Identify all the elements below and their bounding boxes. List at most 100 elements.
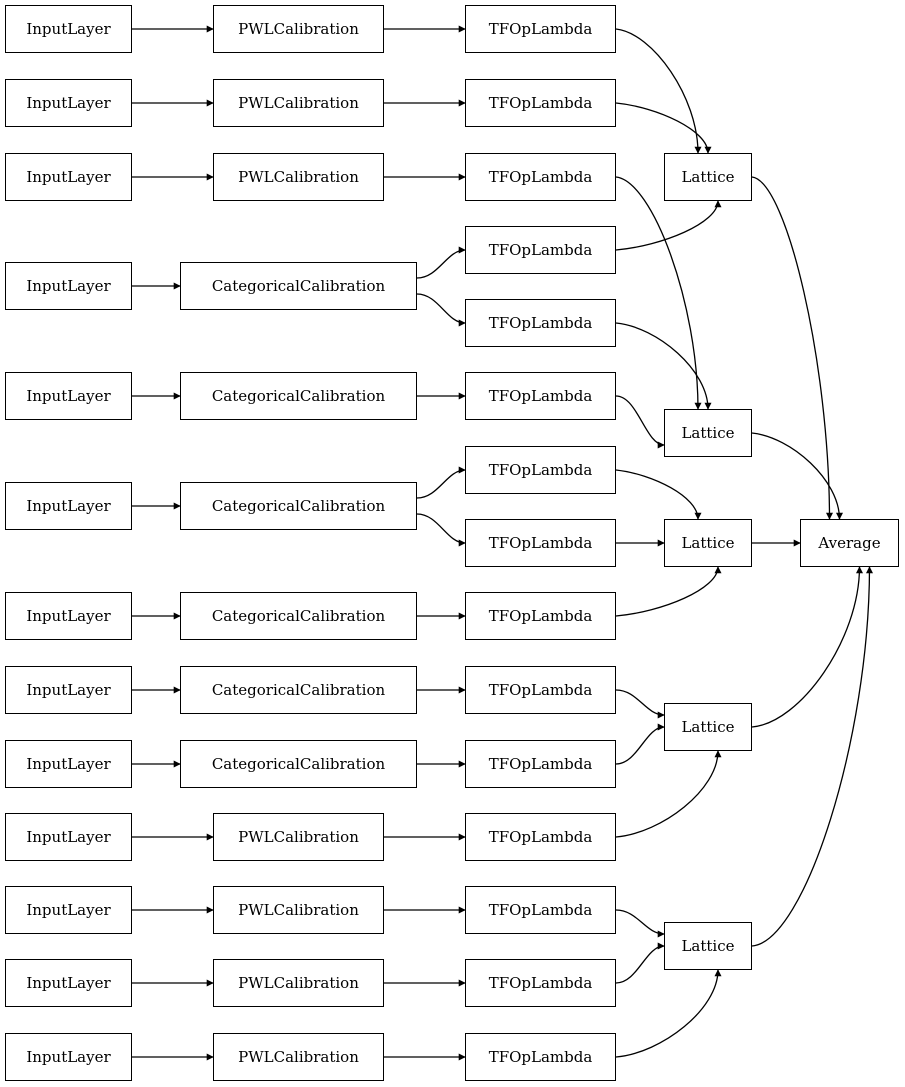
node-label: TFOpLambda (488, 460, 593, 479)
node-pwl-cal1[interactable]: PWLCalibration (213, 5, 384, 53)
edge-tf3-to-lat2 (615, 176, 702, 410)
node-tfop-tf7[interactable]: TFOpLambda (465, 446, 616, 494)
node-label: PWLCalibration (238, 93, 359, 112)
edge-tf12-to-lat4 (615, 750, 722, 838)
edge-tf14-to-lat5 (615, 942, 665, 984)
node-cat-cal7[interactable]: CategoricalCalibration (180, 592, 417, 640)
node-tfop-tf2[interactable]: TFOpLambda (465, 79, 616, 127)
node-input-in4[interactable]: InputLayer (5, 262, 132, 310)
node-tfop-tf10[interactable]: TFOpLambda (465, 666, 616, 714)
node-label: Lattice (681, 936, 735, 955)
edge-tf6-to-lat2 (615, 395, 665, 449)
edge-lat4-to-avg (751, 566, 863, 728)
node-tfop-tf13[interactable]: TFOpLambda (465, 886, 616, 934)
node-label: CategoricalCalibration (211, 276, 386, 295)
node-lattice-lat4[interactable]: Lattice (664, 703, 752, 751)
node-label: InputLayer (26, 973, 111, 992)
node-tfop-tf14[interactable]: TFOpLambda (465, 959, 616, 1007)
node-lattice-lat1[interactable]: Lattice (664, 153, 752, 201)
node-tfop-tf5[interactable]: TFOpLambda (465, 299, 616, 347)
node-label: Average (818, 533, 881, 552)
node-input-in12[interactable]: InputLayer (5, 959, 132, 1007)
edge-tf15-to-lat5 (615, 969, 722, 1058)
edge-cal6-to-tf8 (416, 513, 466, 547)
node-cat-cal6[interactable]: CategoricalCalibration (180, 482, 417, 530)
node-tfop-tf12[interactable]: TFOpLambda (465, 813, 616, 861)
node-tfop-tf9[interactable]: TFOpLambda (465, 592, 616, 640)
edge-cal4-to-tf5 (416, 293, 466, 327)
node-label: InputLayer (26, 276, 111, 295)
node-label: InputLayer (26, 167, 111, 186)
node-cat-cal8[interactable]: CategoricalCalibration (180, 666, 417, 714)
edge-tf1-to-lat1 (615, 28, 702, 154)
edge-cal4-to-tf4 (416, 246, 466, 279)
node-lattice-lat2[interactable]: Lattice (664, 409, 752, 457)
node-label: TFOpLambda (488, 533, 593, 552)
node-input-in9[interactable]: InputLayer (5, 740, 132, 788)
node-average-avg[interactable]: Average (800, 519, 899, 567)
node-pwl-cal10[interactable]: PWLCalibration (213, 813, 384, 861)
node-cat-cal5[interactable]: CategoricalCalibration (180, 372, 417, 420)
node-label: InputLayer (26, 900, 111, 919)
node-label: InputLayer (26, 93, 111, 112)
node-label: TFOpLambda (488, 606, 593, 625)
node-pwl-cal12[interactable]: PWLCalibration (213, 959, 384, 1007)
node-label: TFOpLambda (488, 900, 593, 919)
node-input-in6[interactable]: InputLayer (5, 482, 132, 530)
node-label: PWLCalibration (238, 900, 359, 919)
node-label: CategoricalCalibration (211, 754, 386, 773)
node-label: Lattice (681, 717, 735, 736)
node-input-in7[interactable]: InputLayer (5, 592, 132, 640)
edge-cal6-to-tf7 (416, 466, 466, 499)
edge-tf5-to-lat2 (615, 322, 712, 410)
edge-tf10-to-lat4 (615, 689, 665, 719)
edge-tf11-to-lat4 (615, 723, 665, 765)
node-label: Lattice (681, 423, 735, 442)
node-label: CategoricalCalibration (211, 496, 386, 515)
node-pwl-cal13[interactable]: PWLCalibration (213, 1033, 384, 1081)
node-label: CategoricalCalibration (211, 606, 386, 625)
node-label: Lattice (681, 167, 735, 186)
node-label: TFOpLambda (488, 386, 593, 405)
node-label: TFOpLambda (488, 19, 593, 38)
node-label: TFOpLambda (488, 240, 593, 259)
node-tfop-tf15[interactable]: TFOpLambda (465, 1033, 616, 1081)
node-tfop-tf6[interactable]: TFOpLambda (465, 372, 616, 420)
node-label: InputLayer (26, 606, 111, 625)
node-input-in2[interactable]: InputLayer (5, 79, 132, 127)
edge-tf13-to-lat5 (615, 909, 665, 938)
node-cat-cal9[interactable]: CategoricalCalibration (180, 740, 417, 788)
node-input-in11[interactable]: InputLayer (5, 886, 132, 934)
edge-tf9-to-lat3 (615, 566, 722, 617)
edge-tf4-to-lat1 (615, 200, 722, 251)
node-label: TFOpLambda (488, 973, 593, 992)
node-input-in10[interactable]: InputLayer (5, 813, 132, 861)
node-label: PWLCalibration (238, 973, 359, 992)
node-input-in3[interactable]: InputLayer (5, 153, 132, 201)
node-lattice-lat5[interactable]: Lattice (664, 922, 752, 970)
node-tfop-tf8[interactable]: TFOpLambda (465, 519, 616, 567)
node-label: Lattice (681, 533, 735, 552)
node-input-in13[interactable]: InputLayer (5, 1033, 132, 1081)
node-label: InputLayer (26, 496, 111, 515)
node-pwl-cal3[interactable]: PWLCalibration (213, 153, 384, 201)
edge-lat2-to-avg (751, 432, 843, 520)
node-label: TFOpLambda (488, 93, 593, 112)
node-input-in8[interactable]: InputLayer (5, 666, 132, 714)
node-input-in1[interactable]: InputLayer (5, 5, 132, 53)
node-tfop-tf1[interactable]: TFOpLambda (465, 5, 616, 53)
node-pwl-cal2[interactable]: PWLCalibration (213, 79, 384, 127)
node-label: TFOpLambda (488, 167, 593, 186)
node-tfop-tf4[interactable]: TFOpLambda (465, 226, 616, 274)
edge-tf2-to-lat1 (615, 102, 712, 154)
node-input-in5[interactable]: InputLayer (5, 372, 132, 420)
edge-lat5-to-avg (751, 566, 873, 947)
node-cat-cal4[interactable]: CategoricalCalibration (180, 262, 417, 310)
node-tfop-tf3[interactable]: TFOpLambda (465, 153, 616, 201)
node-tfop-tf11[interactable]: TFOpLambda (465, 740, 616, 788)
node-label: TFOpLambda (488, 827, 593, 846)
node-label: TFOpLambda (488, 754, 593, 773)
node-label: InputLayer (26, 827, 111, 846)
node-pwl-cal11[interactable]: PWLCalibration (213, 886, 384, 934)
node-lattice-lat3[interactable]: Lattice (664, 519, 752, 567)
